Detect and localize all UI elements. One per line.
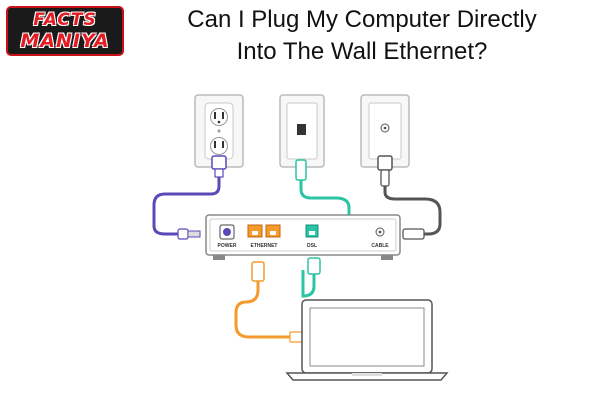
- power-port: POWER: [218, 224, 237, 249]
- power-port-label: POWER: [218, 243, 237, 249]
- wall-coax-jack: [360, 94, 410, 168]
- logo-text-top: FACTS: [33, 10, 97, 30]
- dsl-port: DSL: [305, 224, 319, 249]
- title-line-2: Into The Wall Ethernet?: [236, 38, 488, 65]
- power-cable: [152, 155, 227, 240]
- cable-port-label: CABLE: [371, 243, 389, 249]
- wall-power-outlet: [194, 94, 244, 168]
- dsl-port-label: DSL: [307, 243, 317, 249]
- router-modem: POWER ETHERNET DSL CABLE: [205, 214, 401, 260]
- site-logo[interactable]: FACTS MANIYA: [6, 6, 124, 56]
- outlet-socket-top: [210, 108, 228, 126]
- cable-port: CABLE: [371, 227, 389, 249]
- logo-text-bottom: MANIYA: [20, 30, 110, 52]
- title-line-1: Can I Plug My Computer Directly: [187, 6, 537, 33]
- coax-cable: [377, 155, 442, 240]
- ethernet-ports: ETHERNET: [247, 224, 281, 249]
- wall-phone-jack: [279, 94, 325, 168]
- ethernet-port-label: ETHERNET: [251, 243, 278, 249]
- page-title: Can I Plug My Computer Directly Into The…: [132, 4, 592, 68]
- laptop: [285, 299, 449, 381]
- ethernet-cable: [234, 261, 303, 343]
- phone-cable: [295, 159, 351, 298]
- outlet-socket-bottom: [210, 137, 228, 155]
